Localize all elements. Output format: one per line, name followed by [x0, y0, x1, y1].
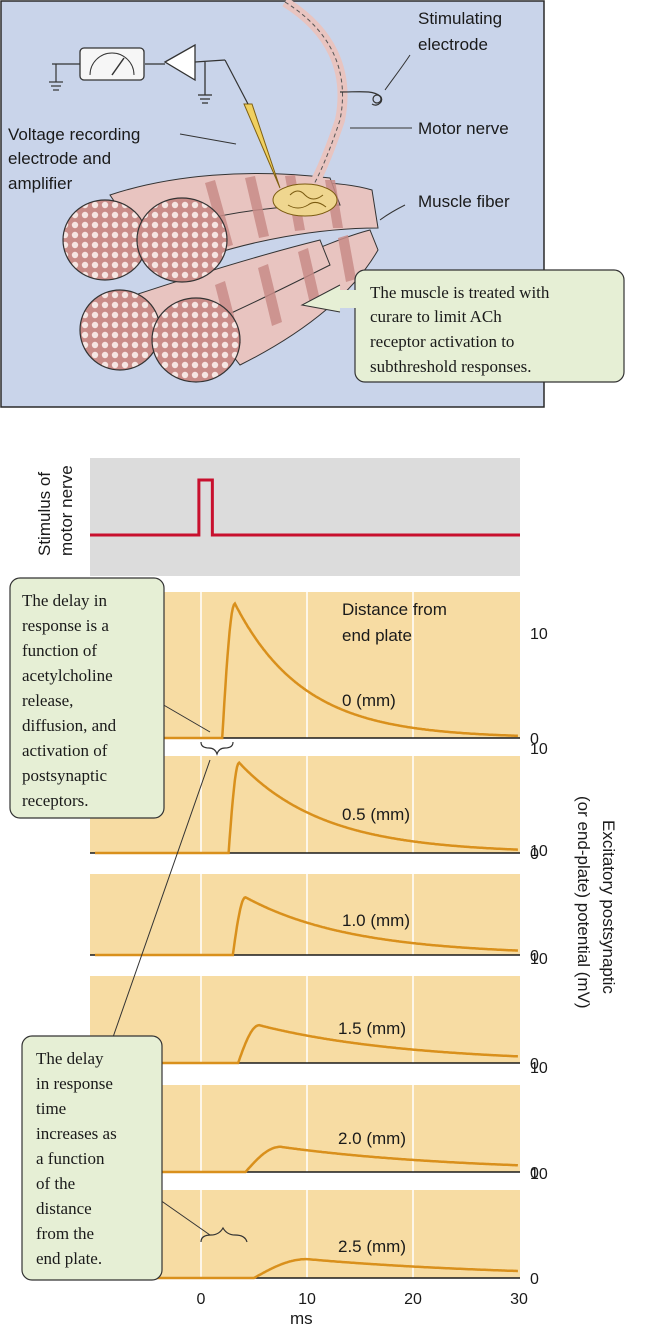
- x-tick-label: 0: [197, 1291, 206, 1308]
- delay-note-top-line-9: receptors.: [22, 791, 89, 810]
- curare-note-callout: The muscle is treated with curare to lim…: [300, 269, 625, 383]
- label-motor-nerve: Motor nerve: [418, 119, 509, 138]
- epsp-trace: [95, 1257, 518, 1280]
- curare-note-line-4: subthreshold responses.: [370, 357, 531, 376]
- label-voltage-1: Voltage recording: [8, 125, 140, 144]
- fiber-end-bottom-left: [79, 289, 161, 371]
- series-label: 1.0 (mm): [342, 911, 410, 930]
- delay-note-bottom: The delay in response time increases as …: [21, 1035, 163, 1281]
- fiber-end-top-middle: [136, 197, 228, 283]
- recording-electrode: [224, 59, 281, 189]
- voltmeter-icon: [49, 47, 145, 91]
- x-axis-label: ms: [290, 1309, 313, 1328]
- curare-note-line-1: The muscle is treated with: [370, 283, 550, 302]
- y-tick-label: 0: [530, 1271, 539, 1288]
- amplifier-icon: [145, 43, 226, 104]
- label-leader-lines: [179, 54, 412, 221]
- delay-note-bottom-line-4: increases as: [36, 1124, 117, 1143]
- epsp-trace: [95, 1023, 519, 1065]
- y-tick-label: 10: [530, 741, 548, 758]
- fiber-end-bottom-middle: [151, 297, 241, 383]
- legend-title-line-2: end plate: [342, 626, 412, 645]
- muscle-fiber-bundle: [62, 173, 379, 383]
- series-label: 0 (mm): [342, 691, 396, 710]
- stimulus-ylabel-line-2: motor nerve: [57, 465, 76, 556]
- stimulating-electrode: [339, 91, 383, 106]
- label-voltage-2: electrode and: [8, 149, 111, 168]
- y-tick-label: 10: [530, 951, 548, 968]
- delay-note-bottom-line-6: of the: [36, 1174, 75, 1193]
- epsp-trace: [95, 601, 518, 740]
- delay-note-bottom-line-3: time: [36, 1099, 66, 1118]
- delay-note-top: The delay in response is a function of a…: [9, 577, 165, 819]
- epsp-trace: [95, 760, 518, 855]
- series-label: 2.0 (mm): [338, 1129, 406, 1148]
- delay-bracket-top: [200, 741, 234, 756]
- delay-note-bottom-line-9: end plate.: [36, 1249, 102, 1268]
- delay-note-top-line-6: diffusion, and: [22, 716, 117, 735]
- delay-note-top-line-3: function of: [22, 641, 97, 660]
- y-tick-label: 0: [530, 1165, 539, 1182]
- y-tick-label: 0: [530, 948, 539, 965]
- motor-nerve: [282, 0, 348, 198]
- series-label: 2.5 (mm): [338, 1237, 406, 1256]
- label-stimulating-electrode-1: Stimulating: [418, 9, 502, 28]
- fiber-end-top-left: [62, 199, 148, 281]
- label-stimulating-electrode-2: electrode: [418, 35, 488, 54]
- delay-bracket-bottom: [200, 1226, 248, 1243]
- x-tick-label: 10: [298, 1291, 316, 1308]
- epsp-panel: 1.0 (mm)010: [90, 843, 548, 965]
- y-tick-label: 10: [530, 1166, 548, 1183]
- end-plate-terminals: [287, 190, 327, 209]
- legend-title-line-1: Distance from: [342, 600, 447, 619]
- delay-note-top-line-2: response is a: [22, 616, 109, 635]
- epsp-trace: [95, 895, 519, 957]
- y-tick-label: 0: [530, 846, 539, 863]
- delay-note-top-line-5: release,: [22, 691, 73, 710]
- label-voltage-3: amplifier: [8, 174, 73, 193]
- delay-note-top-line-8: postsynaptic: [22, 766, 107, 785]
- delay-note-bottom-line-7: distance: [36, 1199, 92, 1218]
- y-tick-label: 10: [530, 843, 548, 860]
- delay-note-top-line-4: acetylcholine: [22, 666, 113, 685]
- y-axis-label-line-2: (or end-plate) potential (mV): [574, 796, 593, 1009]
- stimulus-ylabel-line-1: Stimulus of: [35, 472, 54, 556]
- delay-note-bottom-line-5: a function: [36, 1149, 105, 1168]
- label-muscle-fiber: Muscle fiber: [418, 192, 510, 211]
- delay-note-bottom-line-2: in response: [36, 1074, 113, 1093]
- delay-note-top-line-7: activation of: [22, 741, 108, 760]
- y-tick-label: 0: [530, 1056, 539, 1073]
- delay-note-top-line-1: The delay in: [22, 591, 107, 610]
- curare-note-line-3: receptor activation to: [370, 332, 514, 351]
- setup-illustration: Stimulating electrode Motor nerve Muscle…: [0, 0, 625, 408]
- y-axis-label-line-1: Excitatory postsynaptic: [599, 820, 618, 994]
- series-label: 0.5 (mm): [342, 805, 410, 824]
- stimulus-trace: [90, 478, 520, 537]
- y-tick-label: 10: [530, 626, 548, 643]
- delay-note-bottom-line-1: The delay: [36, 1049, 104, 1068]
- epsp-trace: [95, 1145, 519, 1174]
- delay-note-bottom-line-8: from the: [36, 1224, 94, 1243]
- end-plate: [272, 183, 338, 217]
- x-tick-label: 30: [510, 1291, 528, 1308]
- series-label: 1.5 (mm): [338, 1019, 406, 1038]
- y-tick-label: 10: [530, 1060, 548, 1077]
- stimulus-panel-background: [90, 458, 520, 576]
- y-tick-label: 0: [530, 731, 539, 748]
- epsp-panel-background: [90, 874, 520, 955]
- x-tick-label: 20: [404, 1291, 422, 1308]
- curare-note-line-2: curare to limit ACh: [370, 307, 502, 326]
- stimulus-panel: Stimulus of motor nerve: [35, 458, 520, 576]
